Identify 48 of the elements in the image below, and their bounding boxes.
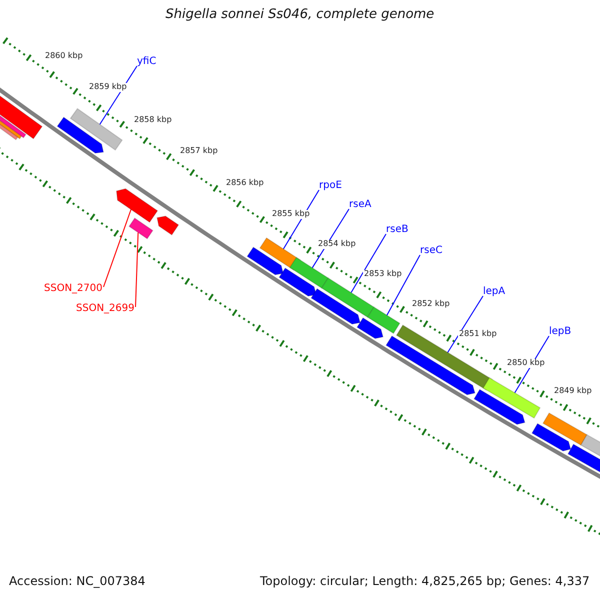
gene-block	[70, 108, 123, 151]
gene-block	[385, 335, 476, 396]
leader-line	[312, 208, 350, 268]
gene-block	[366, 306, 400, 334]
gene-block	[56, 116, 104, 154]
scale-label: 2854 kbp	[317, 240, 357, 249]
gene-block	[321, 277, 375, 318]
gene-block	[116, 188, 158, 223]
leader-line	[99, 66, 138, 125]
leader-line	[350, 234, 386, 294]
leader-line	[135, 232, 139, 308]
gene-block	[289, 256, 329, 289]
leader-line	[103, 209, 132, 288]
scale-label: 2858 kbp	[133, 116, 173, 125]
leader-line	[386, 254, 420, 316]
scale-label: 2859 kbp	[88, 83, 128, 92]
leader-line	[447, 296, 484, 354]
gene-block	[482, 377, 541, 419]
gene-label: SSON_2700	[44, 283, 102, 294]
gene-label: lepB	[549, 326, 572, 337]
gene-block	[531, 422, 572, 452]
scale-label: 2850 kbp	[506, 359, 546, 368]
gene-block	[128, 217, 154, 240]
gene-block	[356, 317, 384, 340]
scale-label: 2849 kbp	[553, 387, 593, 396]
gene-label: rseA	[349, 199, 372, 210]
gene-block	[278, 267, 317, 297]
gene-block	[156, 216, 180, 236]
scale-label: 2856 kbp	[225, 179, 265, 188]
gene-label: rpoE	[319, 180, 342, 191]
scale-label: 2851 kbp	[458, 330, 498, 339]
scale-label: 2852 kbp	[411, 300, 451, 309]
footer-text: Topology: circular; Length: 4,825,265 bp; Genes: 4,337	[260, 575, 590, 588]
scale-label: 2860 kbp	[44, 52, 84, 61]
gene-block	[473, 388, 526, 425]
footer-text: Accession: NC_007384	[9, 575, 146, 588]
gene-label: rseB	[386, 224, 408, 235]
gene-label: lepA	[483, 286, 506, 297]
scale-label: 2857 kbp	[179, 147, 219, 156]
gene-label: rseC	[420, 245, 442, 256]
gene-block	[542, 412, 588, 446]
gene-label: yfiC	[137, 56, 156, 67]
gene-block	[310, 288, 361, 325]
scale-label: 2855 kbp	[271, 210, 311, 219]
diagram-title: Shigella sonnei Ss046, complete genome	[166, 8, 434, 22]
gene-block	[246, 246, 284, 276]
gene-label: SSON_2699	[76, 303, 134, 314]
scale-label: 2853 kbp	[363, 270, 403, 279]
